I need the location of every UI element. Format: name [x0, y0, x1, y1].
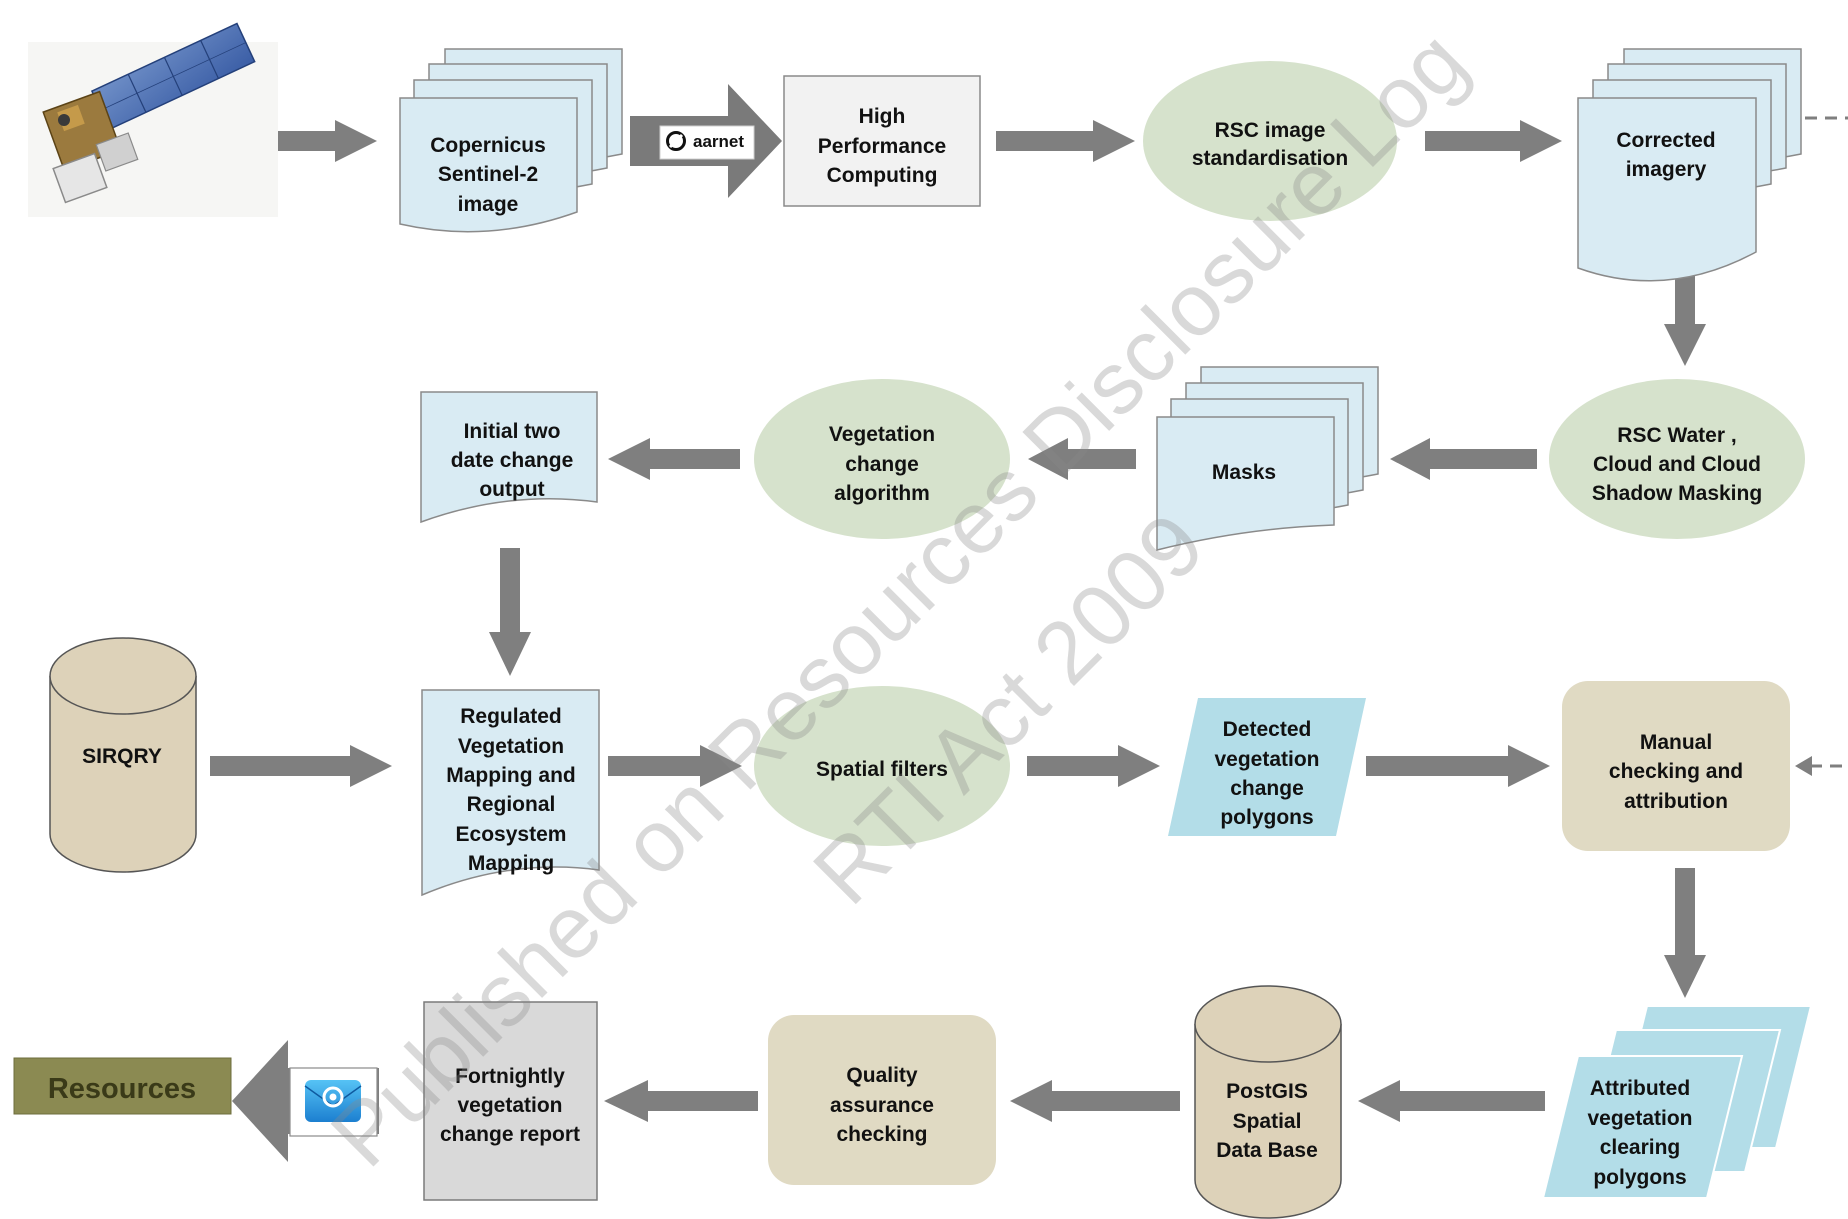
arrow-satellite-to-copernicus [210, 120, 377, 162]
dashed-connector-manual-arrowhead [1795, 756, 1812, 776]
arrow-detected-to-manual [1366, 745, 1550, 787]
masks-node: Masks [1156, 366, 1379, 551]
arrow-spatial-to-detected [1027, 745, 1160, 787]
arrow-attributed-to-postgis [1358, 1080, 1545, 1122]
resources-label: Resources [48, 1073, 196, 1105]
masks-label: Masks [1212, 461, 1276, 484]
email-delivery-link [232, 1040, 379, 1162]
aarnet-link: aarnet [630, 84, 782, 198]
svg-text:aarnet: aarnet [693, 132, 744, 151]
arrow-corrected-to-rsc-masking [1664, 238, 1706, 366]
arrow-postgis-to-qa [1010, 1080, 1180, 1122]
arrow-manual-to-attributed [1664, 868, 1706, 998]
arrow-qa-to-report [604, 1080, 758, 1122]
arrow-sirqry-to-regulated [210, 745, 392, 787]
arrow-regulated-to-spatial [608, 745, 742, 787]
satellite-icon [28, 22, 278, 217]
arrow-vegetation-algorithm-to-initial [608, 438, 740, 480]
edges [210, 116, 1848, 1122]
arrow-hpc-to-rsc-standardisation [996, 120, 1135, 162]
arrow-rsc-masking-to-masks [1390, 438, 1537, 480]
arrow-rsc-standardisation-to-corrected [1425, 120, 1562, 162]
arrow-masks-to-vegetation-algorithm [1028, 438, 1136, 480]
arrow-initial-to-regulated [489, 548, 531, 676]
aarnet-logo: aarnet [666, 131, 744, 151]
spatial-filters-node: Spatial filters [754, 686, 1010, 846]
resources-banner: Resources [13, 1057, 232, 1115]
spatial-filters-label: Spatial filters [816, 758, 948, 781]
email-icon [304, 1080, 362, 1122]
sirqry-label: SIRQRY [82, 745, 162, 768]
sirqry-node: SIRQRY [49, 637, 197, 873]
